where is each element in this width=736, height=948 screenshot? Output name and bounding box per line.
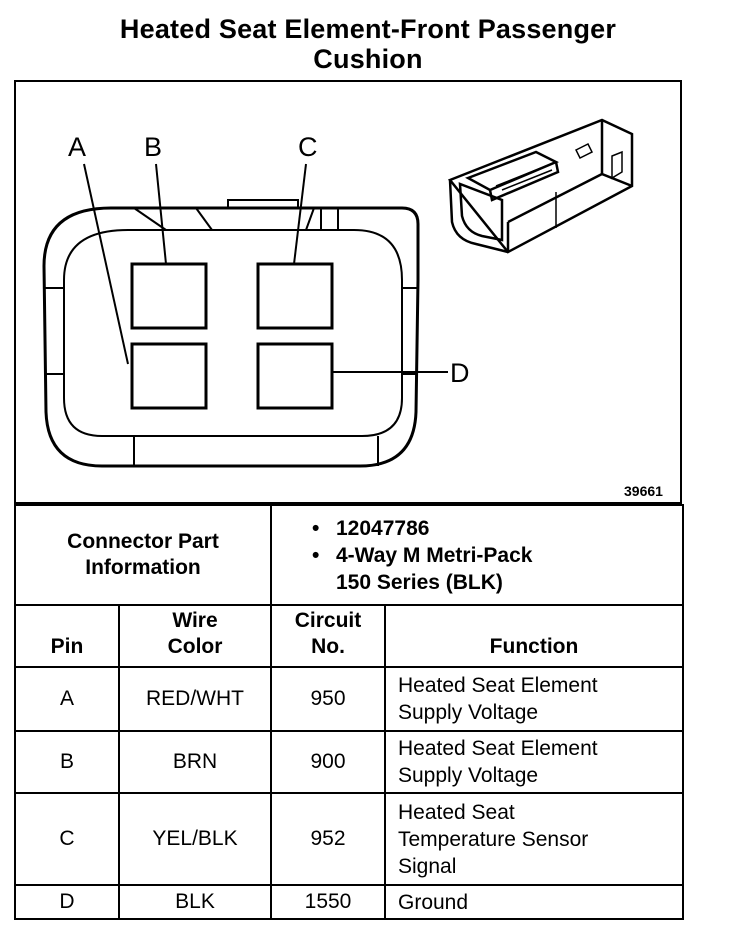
page-title-line2: Cushion — [313, 44, 423, 74]
table-row: B BRN 900 Heated Seat Element Supply Vol… — [14, 730, 685, 794]
header-wire-color: Wire Color — [118, 604, 272, 668]
table-row: A RED/WHT 950 Heated Seat Element Supply… — [14, 666, 685, 732]
table-row: C YEL/BLK 952 Heated Seat Temperature Se… — [14, 792, 685, 886]
pin-label-a: A — [68, 132, 86, 162]
cavity-b — [130, 262, 208, 330]
header-circuit: Circuit No. — [270, 604, 386, 668]
pin-label-b: B — [144, 132, 162, 162]
pin-label-d: D — [450, 358, 470, 388]
housing-inner — [63, 229, 403, 437]
header-function: Function — [383, 604, 685, 668]
leader-c — [293, 163, 307, 265]
connector-table: Connector Part Information •12047786 •4-… — [14, 504, 685, 920]
connector-drawing: A B C D 39661 — [42, 118, 663, 499]
leader-b — [155, 163, 167, 265]
connector-info-row: Connector Part Information •12047786 •4-… — [14, 504, 685, 606]
cavity-c — [256, 262, 334, 330]
pin-label-c: C — [298, 132, 318, 162]
housing-outline — [42, 206, 420, 468]
connector-info-value: •12047786 •4-Way M Metri-Pack 150 Series… — [269, 504, 685, 606]
figure-number: 39661 — [624, 483, 663, 499]
connector-info-label: Connector Part Information — [14, 504, 272, 606]
cavity-d — [256, 342, 334, 410]
connector-description: 4-Way M Metri-Pack — [336, 543, 533, 567]
connector-isometric — [447, 118, 634, 254]
connector-diagram: A B C D 39661 — [14, 80, 682, 504]
leader-a — [83, 163, 129, 365]
table-row: D BLK 1550 Ground — [14, 884, 685, 920]
header-row: Pin Wire Color Circuit No. Function — [14, 604, 685, 668]
cavity-a — [130, 342, 208, 410]
page-title: Heated Seat Element-Front Passenger — [119, 14, 617, 44]
header-pin: Pin — [14, 604, 120, 668]
part-number: 12047786 — [336, 516, 430, 540]
